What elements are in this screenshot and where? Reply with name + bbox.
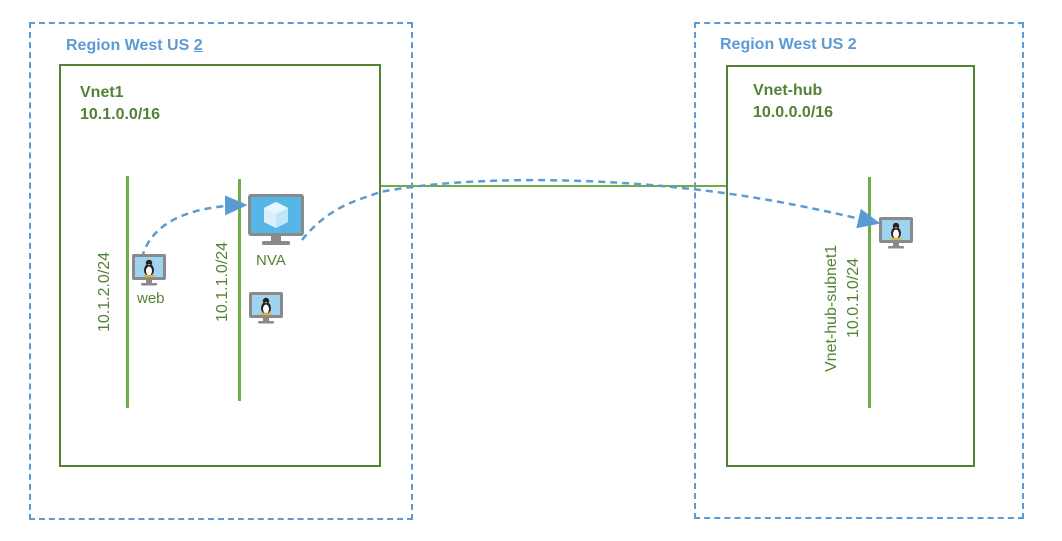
region-right bbox=[694, 22, 1024, 519]
subnet-nva-line bbox=[238, 179, 241, 401]
region-left-title-prefix: Region West US bbox=[66, 37, 194, 54]
region-left-title: Region West US 2 bbox=[66, 37, 203, 55]
vnet1-name: Vnet1 bbox=[80, 84, 124, 101]
web-vm-linux-icon bbox=[131, 253, 167, 292]
region-left-title-suffix: 2 bbox=[193, 37, 203, 54]
vnethub-name: Vnet-hub bbox=[753, 82, 823, 99]
nva-appliance-icon bbox=[247, 193, 305, 254]
vnet1-box bbox=[59, 64, 381, 467]
flow-nva-to-hub-arrow bbox=[301, 178, 881, 241]
vnethub-cidr: 10.0.0.0/16 bbox=[753, 104, 834, 121]
region-left bbox=[29, 22, 413, 520]
web-vm-label: web bbox=[137, 290, 165, 307]
nva-subnet-linux-vm-icon bbox=[248, 291, 284, 330]
subnet-hub-line bbox=[868, 177, 871, 408]
vnethub-box bbox=[726, 65, 975, 467]
subnet-web-line bbox=[126, 176, 129, 408]
region-right-title: Region West US 2 bbox=[720, 36, 857, 53]
flow-web-to-nva-arrow bbox=[140, 195, 248, 259]
hub-linux-vm-icon bbox=[878, 216, 914, 255]
vnet1-cidr: 10.1.0.0/16 bbox=[80, 106, 161, 123]
nva-label: NVA bbox=[256, 252, 286, 269]
